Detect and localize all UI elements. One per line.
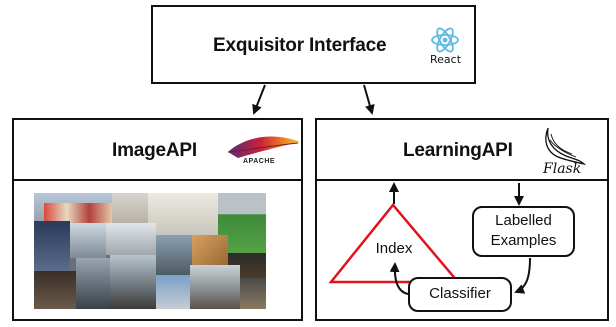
classifier-node	[408, 277, 512, 312]
arrow-interface-to-learningapi	[363, 84, 375, 115]
learning-api-title: LearningAPI	[403, 140, 513, 161]
index-node-label: Index	[375, 240, 413, 257]
arrow-interface-to-imageapi	[252, 84, 266, 115]
collage-photo	[44, 203, 112, 223]
classifier-node-label: Classifier	[429, 285, 491, 302]
exquisitor-interface-box	[151, 5, 476, 84]
collage-photo	[34, 271, 76, 309]
collage-photo	[192, 235, 228, 265]
labelled-examples-node	[472, 206, 575, 257]
learning-api-divider	[315, 179, 609, 181]
labelled-examples-label-line2: Examples	[490, 232, 557, 249]
collage-photo	[240, 278, 266, 309]
react-logo-label: React	[430, 53, 462, 66]
collage-photo	[70, 223, 106, 258]
image-api-divider	[12, 179, 303, 181]
image-api-title: ImageAPI	[112, 140, 197, 161]
collage-photo	[112, 193, 148, 223]
collage-photo	[110, 255, 156, 309]
collage-photo	[76, 258, 110, 309]
photo-collage	[34, 193, 266, 309]
exquisitor-interface-title: Exquisitor Interface	[213, 35, 387, 56]
collage-photo	[34, 221, 70, 271]
collage-photo	[156, 275, 190, 309]
flask-logo-label: Flask	[543, 161, 582, 177]
collage-photo	[156, 235, 192, 275]
collage-photo	[148, 193, 218, 235]
labelled-examples-label-line1: Labelled	[495, 212, 552, 229]
collage-photo	[190, 265, 240, 309]
apache-logo-label: APACHE	[243, 158, 276, 165]
collage-photo	[106, 223, 156, 255]
